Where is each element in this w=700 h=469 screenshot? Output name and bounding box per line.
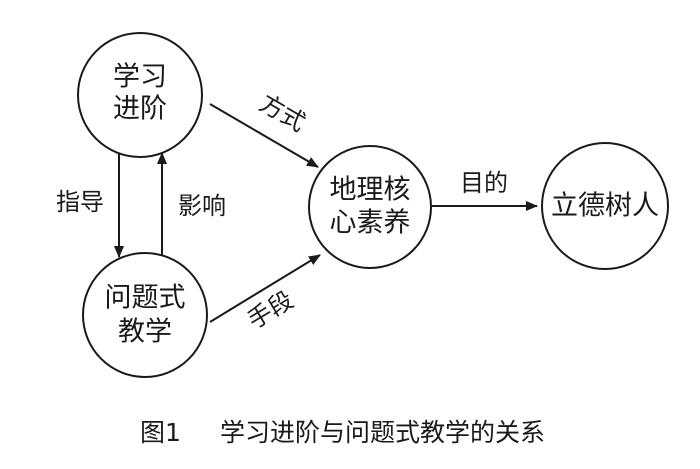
edge-label-purpose: 目的 <box>460 169 508 197</box>
node-geography-core-literacy: 地理核 心素养 <box>308 145 432 269</box>
edge-label-guide: 指导 <box>56 188 104 216</box>
node-geography-core-literacy-line1: 地理核 <box>330 175 411 206</box>
edge-label-influence: 影响 <box>178 192 226 220</box>
edge-means-arrow <box>209 254 321 323</box>
caption-title: 学习进阶与问题式教学的关系 <box>220 418 545 447</box>
node-moral-education-label: 立德树人 <box>551 191 659 222</box>
node-learning-progression-line1: 学习 <box>113 62 167 93</box>
edge-label-method: 方式 <box>255 89 311 137</box>
node-learning-progression: 学习 进阶 <box>77 32 203 158</box>
node-problem-based-teaching-line1: 问题式 <box>105 283 186 314</box>
node-problem-based-teaching: 问题式 教学 <box>82 252 208 378</box>
node-geography-core-literacy-line2: 心素养 <box>330 208 411 239</box>
node-moral-education: 立德树人 <box>541 142 669 270</box>
node-problem-based-teaching-line2: 教学 <box>118 317 172 348</box>
edge-method-arrow <box>209 103 319 168</box>
edge-label-means: 手段 <box>243 286 299 335</box>
figure-caption: 图1 学习进阶与问题式教学的关系 <box>140 418 545 447</box>
caption-figure-number: 图1 <box>140 418 181 447</box>
node-learning-progression-line2: 进阶 <box>113 94 167 125</box>
